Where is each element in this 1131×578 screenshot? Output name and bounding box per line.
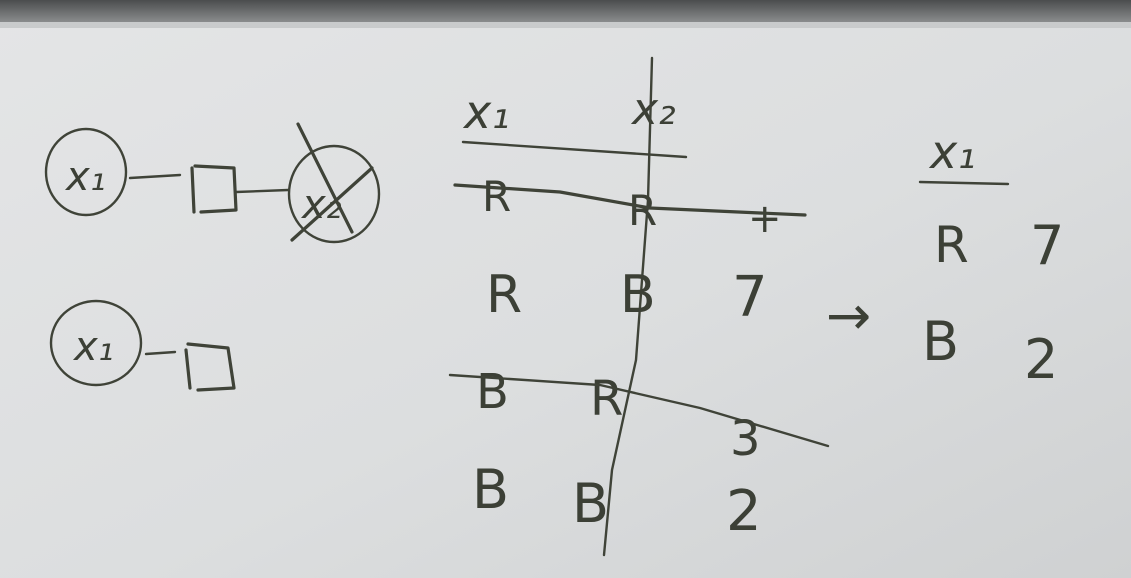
table-result-row2-col2: 2 xyxy=(1024,328,1058,391)
graph-top-node-left-circle xyxy=(44,127,128,217)
table-main: x₁ x₂ R R + R B 7 B R 3 B B 2 xyxy=(448,56,830,557)
graph-bottom-factor-box xyxy=(184,342,236,392)
graph-bottom-edge xyxy=(144,350,177,356)
arrow-icon: → xyxy=(826,284,871,347)
table-main-row3-col1: B xyxy=(476,364,509,420)
table-result: x₁ R 7 B 2 xyxy=(918,125,1064,391)
table-main-row4-col3: 2 xyxy=(726,479,762,544)
graph-top-node-right-cross-2 xyxy=(290,166,374,242)
table-result-header-x1: x₁ xyxy=(928,125,976,179)
table-main-row4-col1: B xyxy=(472,458,509,521)
graph-bottom: x₁ xyxy=(49,299,236,392)
graph-top-node-right-circle xyxy=(287,144,381,244)
graph-top-node-right-cross-1 xyxy=(296,122,354,234)
table-result-row1-col2: 7 xyxy=(1030,214,1064,277)
table-main-row4-col2: B xyxy=(572,472,609,535)
table-main-row2-col1: R xyxy=(486,265,522,325)
table-main-row3-strike xyxy=(448,373,830,448)
table-main-row2-col2: B xyxy=(620,265,656,325)
table-result-header-rule xyxy=(918,180,1010,186)
graph-top-node-right-label: x₂ xyxy=(300,182,342,228)
table-main-row1-col3: + xyxy=(748,196,782,242)
table-main-column-x2-strike xyxy=(602,56,654,557)
graph-bottom-node-left-circle xyxy=(49,299,143,387)
graph-top-edge-right xyxy=(234,188,290,194)
board-top-edge xyxy=(0,22,1131,28)
board-top-frame xyxy=(0,0,1131,22)
graph-top-factor-box xyxy=(190,164,238,214)
table-main-row2-col3: 7 xyxy=(732,265,768,330)
table-main-row1-col1: R xyxy=(482,172,511,221)
table-main-row1-strike xyxy=(453,183,807,217)
table-main-header-x1: x₁ xyxy=(462,85,510,139)
graph-top-edge-left xyxy=(128,173,182,180)
table-main-header-x2: x₂ xyxy=(630,84,676,135)
table-result-row1-col1: R xyxy=(934,216,969,274)
table-result-row2-col1: B xyxy=(922,310,959,373)
table-main-row1-col2: R xyxy=(628,186,657,235)
graph-top-node-left-label: x₁ xyxy=(64,154,106,200)
graph-top: x₁ x₂ xyxy=(44,122,381,244)
graph-bottom-node-left-label: x₁ xyxy=(72,324,114,370)
table-main-row3-col2: R xyxy=(590,371,623,427)
